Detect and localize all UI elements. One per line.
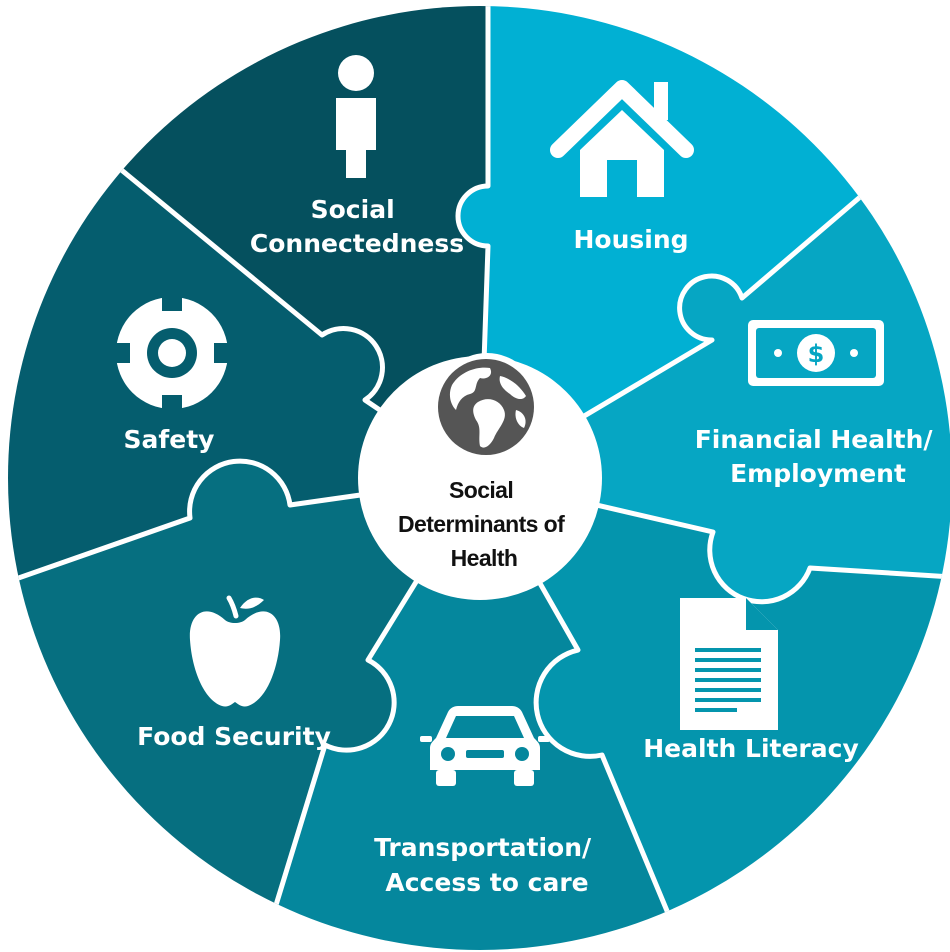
money-icon: $ [748,320,884,386]
label-housing: Housing [573,225,688,254]
label-transportation: Transportation/ Access to care [374,833,600,897]
house-icon [550,80,694,197]
center-globe-icon [438,359,534,455]
svg-text:$: $ [808,340,825,368]
person-icon [336,55,376,178]
document-icon [680,598,778,730]
segment-safety [8,140,480,588]
label-food-security: Food Security [137,722,331,751]
segment-financial-health [480,180,950,602]
car-icon [420,706,550,786]
lifebuoy-icon [114,295,230,411]
center-hub: Social Determinants of Health [358,356,602,600]
segment-social-connectedness [85,6,518,478]
label-health-literacy: Health Literacy [643,734,859,763]
apple-icon [189,595,281,707]
center-title: Social Determinants of Health [398,477,570,571]
center-circle [358,356,602,600]
label-safety: Safety [124,425,215,454]
label-financial-health: Financial Health/ Employment [695,425,942,488]
segment-health-literacy [480,478,950,950]
segment-housing [458,6,880,478]
segment-labels: Social Connectedness Housing Financial H… [124,195,942,897]
label-social-connectedness: Social Connectedness [250,195,464,258]
